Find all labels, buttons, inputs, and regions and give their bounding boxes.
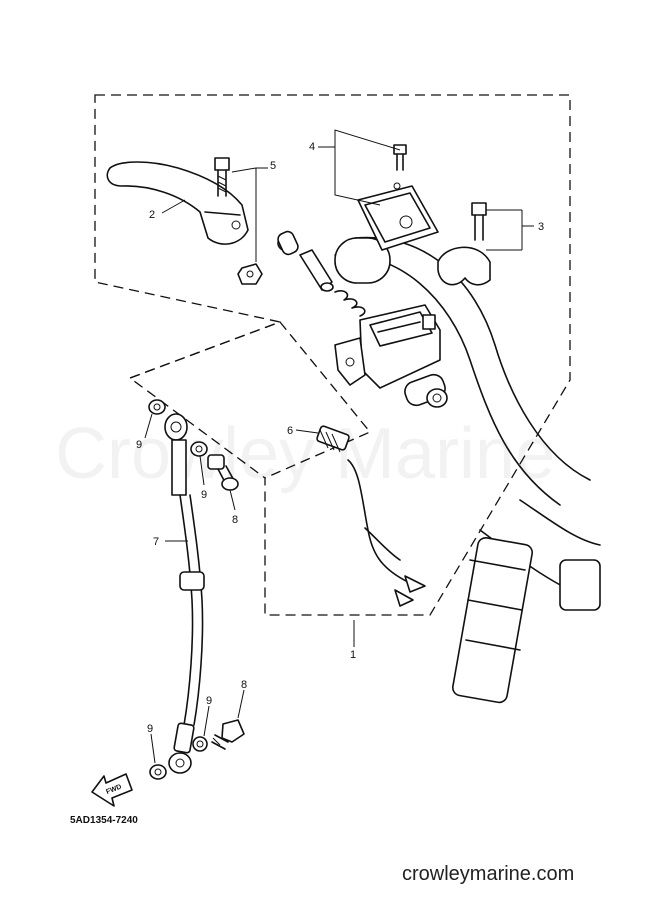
master-cylinder-holder [437, 202, 491, 286]
brake-lever [106, 161, 249, 245]
site-link[interactable]: crowleymarine.com [402, 863, 574, 885]
callout-8-b: 8 [241, 679, 247, 691]
callout-4: 4 [309, 141, 315, 153]
reservoir-cap [357, 182, 439, 251]
callout-3: 3 [538, 221, 544, 233]
callout-8-a: 8 [232, 514, 238, 526]
union-bolt-top [207, 454, 239, 491]
callout-9-c: 9 [147, 723, 153, 735]
fwd-arrow-icon: FWD [91, 773, 133, 807]
callout-2: 2 [149, 209, 155, 221]
piston-spring [334, 290, 366, 317]
pivot-bolt [214, 157, 230, 197]
piston-boot [277, 230, 299, 256]
piston [299, 249, 334, 292]
callout-7: 7 [153, 536, 159, 548]
master-cylinder [334, 304, 448, 408]
washer-3 [192, 736, 208, 752]
brake-hose [164, 413, 205, 774]
callout-6: 6 [287, 425, 293, 437]
handlebar [334, 236, 601, 704]
washer-2 [190, 441, 208, 457]
callout-1: 1 [350, 649, 356, 661]
hose-group-boundary [129, 321, 372, 479]
leader-lines [144, 129, 534, 764]
washer-1 [148, 399, 166, 415]
brake-light-switch [316, 425, 426, 607]
lever-nut [237, 263, 263, 285]
watermark: Crowley Marine [55, 414, 555, 494]
assembly-boundary [94, 94, 571, 616]
callout-9-d: 9 [206, 695, 212, 707]
catalog-code: 5AD1354-7240 [70, 815, 138, 826]
union-bolt-bottom [211, 719, 245, 750]
callout-5: 5 [270, 160, 276, 172]
washer-4 [149, 764, 167, 780]
callout-9-a: 9 [136, 439, 142, 451]
callout-9-b: 9 [201, 489, 207, 501]
